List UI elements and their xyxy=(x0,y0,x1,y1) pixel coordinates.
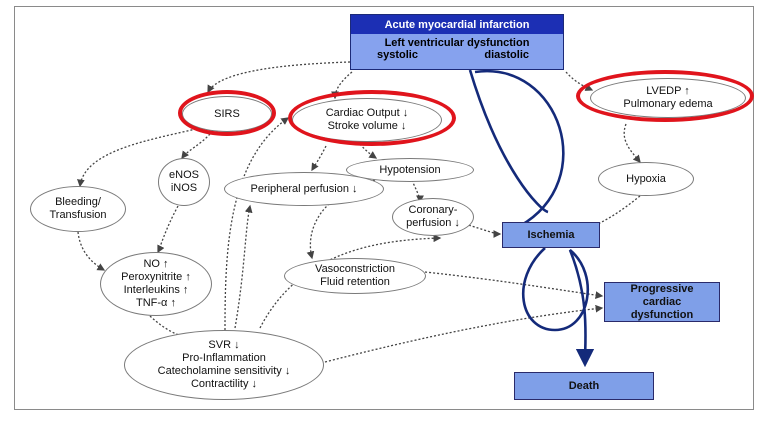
no-line4: TNF-α ↑ xyxy=(136,297,176,309)
arrow-svr-co xyxy=(224,117,290,331)
no-line2: Peroxynitrite ↑ xyxy=(121,271,191,283)
peripheral-label: Peripheral perfusion ↓ xyxy=(250,182,358,195)
coronary-line1: Coronary- xyxy=(408,204,458,216)
arrow-co-hypotension xyxy=(359,143,378,159)
no-line1: NO ↑ xyxy=(143,258,169,270)
coronary-line2: perfusion ↓ xyxy=(406,217,460,229)
arrow-coronary-ischemia xyxy=(464,223,502,238)
banner-systolic: systolic xyxy=(377,49,418,61)
svr-line3: Catecholamine sensitivity ↓ xyxy=(157,365,291,377)
node-cardiac-output: Cardiac Output ↓ Stroke volume ↓ xyxy=(292,98,442,142)
node-death: Death xyxy=(514,372,654,400)
top-banner: Acute myocardial infarction Left ventric… xyxy=(350,14,564,70)
enos-label: eNOS xyxy=(169,169,199,181)
progressive-line2: cardiac xyxy=(642,295,682,308)
svr-line4: Contractility ↓ xyxy=(190,378,258,390)
arrow-banner-lvedp xyxy=(565,71,594,91)
node-lvedp: LVEDP ↑ Pulmonary edema xyxy=(590,78,746,118)
banner-line1: Left ventricular dysfunction xyxy=(384,37,530,49)
big-loop-arrow xyxy=(468,69,565,228)
vaso-line2: Fluid retention xyxy=(320,276,390,288)
arrow-banner-co xyxy=(331,71,353,100)
vaso-line1: Vasoconstriction xyxy=(315,263,395,275)
node-progressive: Progressive cardiac dysfunction xyxy=(604,282,720,322)
arrow-sirs-enos xyxy=(181,133,211,160)
svr-line1: SVR ↓ xyxy=(208,339,240,351)
arrow-bleeding-no xyxy=(77,231,106,271)
arrow-no-svr xyxy=(149,315,202,344)
node-hypoxia: Hypoxia xyxy=(598,162,694,196)
progressive-line1: Progressive xyxy=(630,282,694,295)
node-no: NO ↑ Peroxynitrite ↑ Interleukins ↑ TNF-… xyxy=(100,252,212,316)
co-line1: Cardiac Output ↓ xyxy=(325,107,409,119)
lower-loop-arrow xyxy=(521,247,595,368)
arrow-enos-no xyxy=(157,205,179,254)
svr-line2: Pro-Inflammation xyxy=(182,352,266,364)
death-label: Death xyxy=(568,379,600,392)
bleeding-line2: Transfusion xyxy=(49,209,107,221)
node-peripheral-perfusion: Peripheral perfusion ↓ xyxy=(224,172,384,206)
banner-row2: systolic diastolic xyxy=(351,49,563,61)
arrow-vaso-progressive xyxy=(424,271,604,299)
progressive-line3: dysfunction xyxy=(630,308,694,321)
bleeding-line1: Bleeding/ xyxy=(55,196,101,208)
hypoxia-label: Hypoxia xyxy=(626,172,666,185)
arrow-co-peripheral xyxy=(311,145,327,172)
ischemia-label: Ischemia xyxy=(527,228,575,241)
node-sirs: SIRS xyxy=(182,96,272,132)
node-enos-inos: eNOS iNOS xyxy=(158,158,210,206)
lvedp-line1: LVEDP ↑ xyxy=(646,85,690,97)
no-line3: Interleukins ↑ xyxy=(123,284,189,296)
banner-body: Left ventricular dysfunction systolic di… xyxy=(351,34,563,69)
arrow-banner-sirs xyxy=(207,61,351,94)
inos-label: iNOS xyxy=(170,182,198,194)
arrow-svr-peripheral xyxy=(234,204,253,329)
banner-diastolic: diastolic xyxy=(484,49,529,61)
node-ischemia: Ischemia xyxy=(502,222,600,248)
node-coronary-perfusion: Coronary- perfusion ↓ xyxy=(392,198,474,236)
lvedp-line2: Pulmonary edema xyxy=(623,98,713,110)
banner-title: Acute myocardial infarction xyxy=(351,15,563,34)
arrow-lvedp-hypoxia xyxy=(623,123,641,163)
arrow-peripheral-ischemia xyxy=(259,234,442,329)
node-vasoconstriction: Vasoconstriction Fluid retention xyxy=(284,258,426,294)
hypotension-label: Hypotension xyxy=(379,163,441,176)
co-line2: Stroke volume ↓ xyxy=(327,120,407,132)
node-bleeding: Bleeding/ Transfusion xyxy=(30,186,126,232)
node-svr: SVR ↓ Pro-Inflammation Catecholamine sen… xyxy=(124,330,324,400)
sirs-label: SIRS xyxy=(214,107,240,120)
arrow-svr-progressive xyxy=(324,304,604,363)
